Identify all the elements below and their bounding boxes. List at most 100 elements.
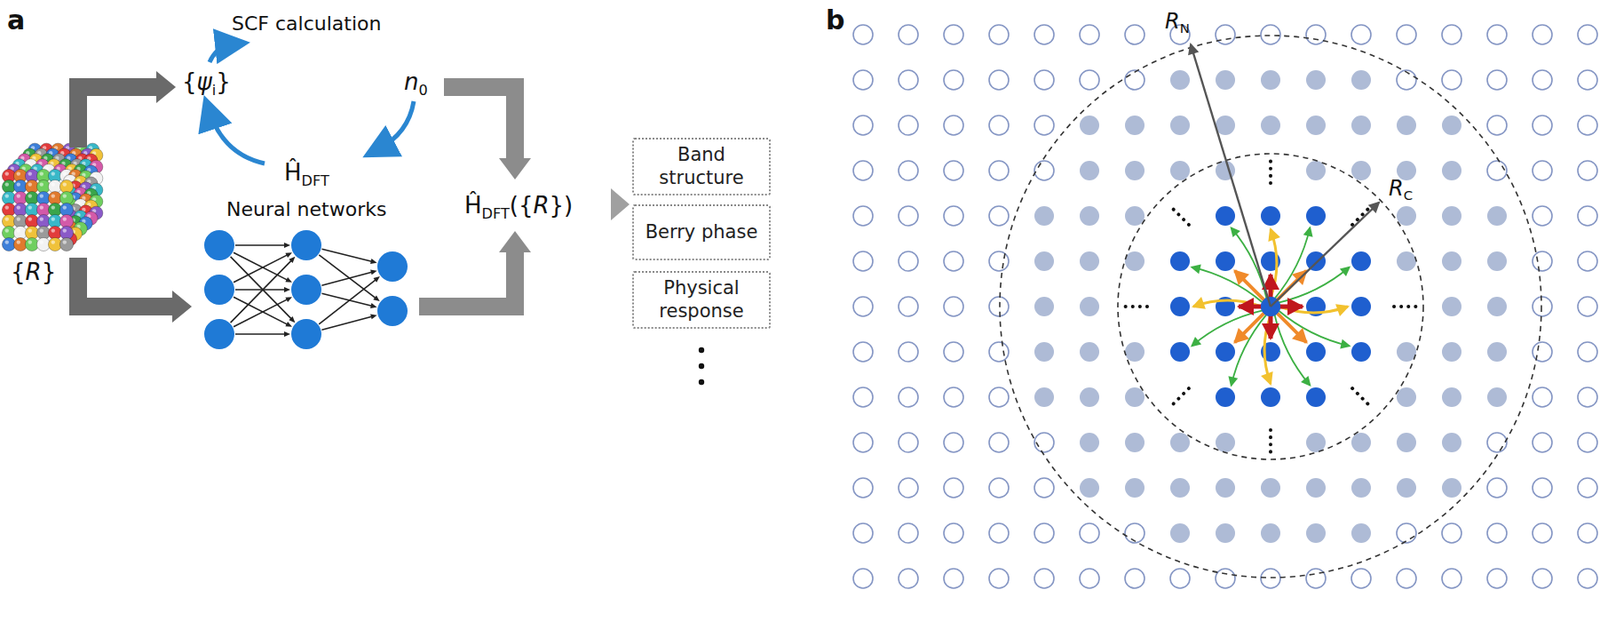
- atom-shine: [5, 216, 9, 221]
- far-atom: [853, 477, 873, 498]
- neighbour-atom: [1441, 251, 1462, 271]
- far-atom: [1441, 70, 1462, 90]
- nn-neuron: [291, 229, 322, 261]
- far-atom: [1124, 24, 1145, 45]
- far-atom: [898, 568, 919, 588]
- neighbour-atom: [1124, 115, 1145, 135]
- atom-shine: [5, 228, 9, 232]
- far-atom: [1396, 522, 1417, 543]
- far-atom: [1079, 568, 1100, 588]
- flow-arrow: [580, 195, 613, 214]
- far-atom: [898, 432, 919, 452]
- far-atom: [989, 296, 1009, 317]
- far-atom: [1532, 522, 1553, 543]
- far-atom: [1306, 568, 1326, 588]
- math-symbol: DFT: [482, 205, 510, 222]
- neighbour-atom: [1396, 115, 1417, 135]
- far-atom: [1577, 522, 1598, 543]
- neighbour-atom: [1124, 205, 1145, 226]
- neighbour-atom: [1124, 477, 1145, 498]
- atom-shine: [16, 205, 21, 209]
- far-atom: [898, 296, 919, 317]
- atom-shine: [16, 182, 21, 186]
- math-symbol: DFT: [301, 172, 330, 190]
- label-group: RN: [1164, 9, 1190, 33]
- atom-shine: [51, 228, 56, 232]
- far-atom: [989, 432, 1009, 452]
- atom-shine: [16, 216, 21, 221]
- hopping-arrow-head: [1233, 327, 1250, 344]
- nn-link: [230, 256, 293, 319]
- neighbour-atom: [1441, 160, 1462, 181]
- far-atom: [898, 477, 919, 498]
- stage-label: SCF calculation: [231, 12, 381, 35]
- atom-shine: [51, 182, 56, 186]
- hopping-arrow-head: [1260, 371, 1274, 386]
- atom-shine: [63, 239, 67, 244]
- neighbour-atom: [1170, 70, 1190, 90]
- flow-arrow: [78, 257, 175, 307]
- near-atom: [1215, 251, 1236, 271]
- hopping-arrow: [1278, 309, 1350, 346]
- far-atom: [1487, 70, 1507, 90]
- far-atom: [943, 477, 964, 498]
- neighbour-atom: [1441, 341, 1462, 362]
- atom-shine: [16, 171, 21, 175]
- far-atom: [853, 160, 873, 181]
- far-atom: [1577, 568, 1598, 588]
- hopping-arrow-head: [1236, 297, 1254, 316]
- nn-link-head: [372, 294, 380, 301]
- far-atom: [1170, 568, 1190, 588]
- hopping-arrow-head: [1335, 303, 1350, 317]
- far-atom: [1441, 522, 1462, 543]
- nn-link-head: [370, 314, 378, 320]
- math-symbol: }): [549, 191, 574, 219]
- atom-shine: [63, 205, 67, 209]
- atom-shine: [63, 216, 67, 221]
- nn-link: [235, 244, 286, 246]
- math-symbol: R: [25, 258, 42, 286]
- atom-shine: [5, 182, 9, 186]
- far-atom: [989, 387, 1009, 407]
- neighbour-atom: [1079, 160, 1100, 181]
- neighbour-atom: [1441, 296, 1462, 317]
- math-symbol: N: [1180, 20, 1190, 37]
- neighbour-atom: [1079, 432, 1100, 452]
- label-group: a: [7, 5, 25, 35]
- far-atom: [853, 296, 873, 317]
- label-group: SCF calculation: [231, 13, 381, 35]
- far-atom: [898, 205, 919, 226]
- far-atom: [943, 160, 964, 181]
- nn-link-head: [288, 316, 295, 323]
- hopping-arrow-head: [1261, 323, 1280, 341]
- nn-link-head: [285, 252, 293, 258]
- neighbour-atom: [1441, 115, 1462, 135]
- math-symbol: n: [403, 68, 419, 96]
- nn-link: [233, 299, 288, 327]
- hopping-arrow-head: [1190, 336, 1202, 348]
- label-group: {R}: [10, 259, 56, 286]
- math-symbol: 0: [418, 81, 428, 99]
- far-atom: [898, 251, 919, 271]
- far-atom: [1577, 296, 1598, 317]
- far-atom: [1034, 24, 1054, 45]
- atom-shine: [51, 239, 56, 244]
- neighbour-circle: [999, 35, 1542, 578]
- far-atom: [943, 115, 964, 135]
- far-atom: [943, 432, 964, 452]
- far-atom: [1532, 70, 1553, 90]
- flow-arrow: [419, 250, 515, 307]
- far-atom: [1577, 477, 1598, 498]
- far-atom: [1260, 24, 1281, 45]
- hopping-arrow-head: [1229, 226, 1241, 238]
- far-atom: [1532, 251, 1553, 271]
- hopping-arrow: [1274, 314, 1310, 386]
- neighbour-atom: [1124, 341, 1145, 362]
- neighbour-atom: [1351, 432, 1371, 452]
- neighbour-atom: [1260, 70, 1281, 90]
- far-atom: [1487, 432, 1507, 452]
- far-atom: [1079, 522, 1100, 543]
- cutoff-circle: [1117, 153, 1424, 460]
- atom-shine: [16, 193, 21, 198]
- arrow-head: [499, 230, 531, 253]
